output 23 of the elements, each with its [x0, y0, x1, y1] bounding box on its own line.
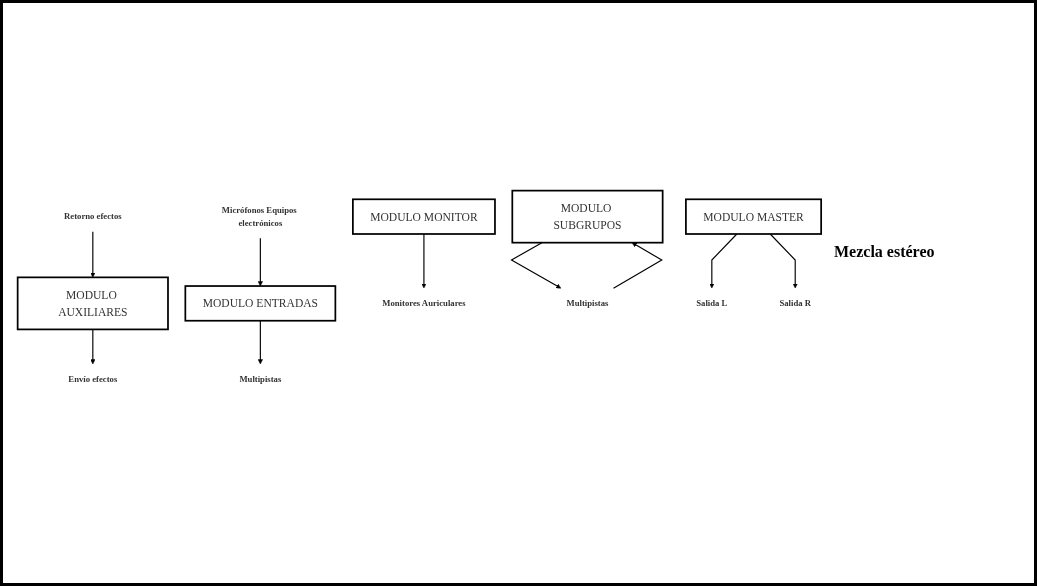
- node-text: Monitores Auriculares: [382, 299, 466, 309]
- arrow: [257, 238, 263, 287]
- note-text: Mezcla estéreo: [834, 243, 936, 261]
- arrow: [257, 320, 263, 365]
- node-text: Multipistas: [239, 374, 282, 385]
- arrow: [709, 233, 738, 289]
- node-box: MODULO AUXILIARES: [16, 276, 169, 331]
- arrow: [769, 233, 798, 289]
- node-text: Retorno efectos: [64, 212, 122, 222]
- node-box: MODULO ENTRADAS: [184, 285, 337, 323]
- node-box: MODULO MONITOR: [352, 198, 496, 236]
- node-box: MODULO MASTER: [685, 198, 822, 236]
- arrow: [612, 242, 663, 290]
- arrow: [421, 233, 427, 289]
- arrow: [90, 329, 96, 365]
- arrow: [90, 231, 96, 279]
- node-text: Salida L: [696, 299, 728, 309]
- node-text: Micrófonos Equipos electrónicos: [221, 205, 297, 229]
- node-text: Multipistas: [566, 299, 609, 309]
- node-text: Salida R: [779, 299, 811, 309]
- node-text: Envío efectos: [68, 374, 118, 385]
- arrow: [510, 242, 562, 289]
- node-box: MODULO SUBGRUPOS: [511, 190, 664, 244]
